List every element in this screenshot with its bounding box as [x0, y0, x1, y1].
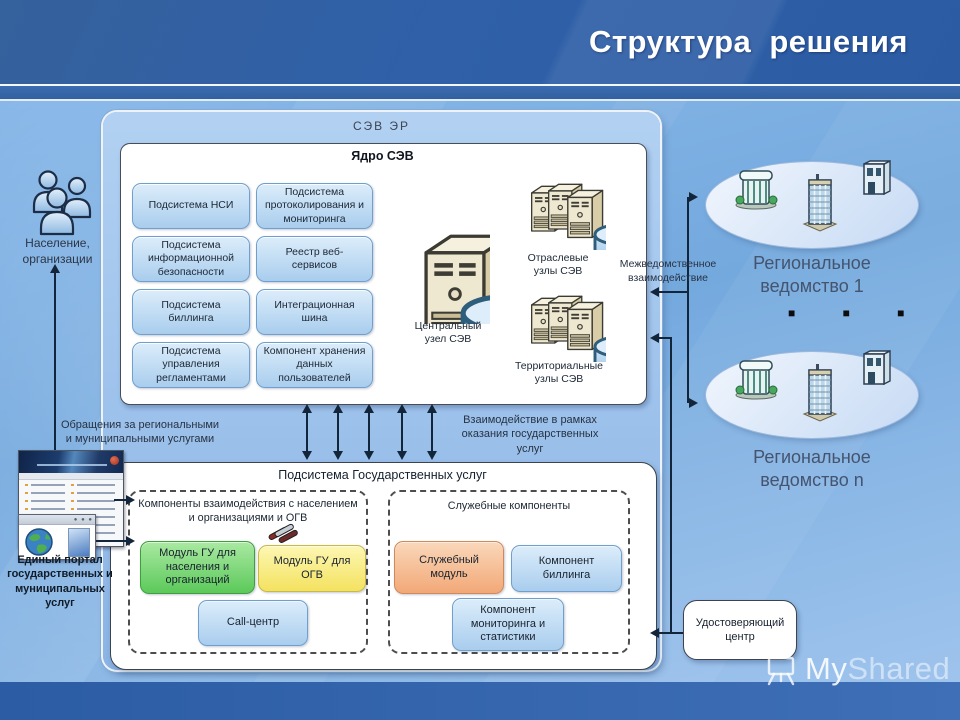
header-subband [0, 86, 960, 99]
module-monitoring: Компонент мониторинга и статистики [452, 598, 564, 651]
requests-label: Обращения за региональными и муниципальн… [60, 419, 220, 446]
ellipsis-squares: ■ ■ ■ [788, 306, 927, 320]
subsystem-box: Реестр веб- сервисов [256, 236, 373, 282]
red-dot-icon [110, 456, 119, 465]
cert-center-box: Удостоверяющий центр [683, 600, 797, 660]
subsystem-box: Подсистема управления регламентами [132, 342, 250, 388]
regional-office-1-label: Региональное ведомство 1 [753, 253, 871, 297]
arrow-left-icon [650, 287, 659, 297]
watermark-prefix: My [805, 651, 848, 686]
footer-band [0, 682, 960, 720]
portal-menubar [19, 473, 123, 480]
portal-window: ● ● ● [18, 514, 96, 560]
subsystem-box: Подсистема протоколирования и мониторинг… [256, 183, 373, 229]
gov-services-label: Подсистема Государственных услуг [278, 468, 487, 482]
module-billing: Компонент биллинга [511, 545, 622, 592]
subsystem-box: Подсистема информационной безопасности [132, 236, 250, 282]
central-node-server-icon [412, 228, 490, 324]
header-sheen [0, 0, 960, 84]
connector-regional-trunk [687, 197, 689, 403]
civic-building-icon [734, 164, 778, 210]
arrow-right-icon [126, 536, 135, 546]
arrow-right-icon [689, 192, 698, 202]
portal-label: Единый портал государственных и муниципа… [7, 554, 113, 609]
territorial-nodes-label: Территориальные узлы СЭВ [514, 360, 604, 386]
header-divider-2 [0, 99, 960, 101]
pens-icon [268, 523, 298, 543]
connector-citizens [54, 272, 56, 452]
header-divider [0, 84, 960, 86]
tower-building-icon [800, 362, 840, 424]
double-arrow-icon [333, 404, 343, 460]
window-dots-icon: ● ● ● [73, 517, 93, 523]
double-arrow-icon [427, 404, 437, 460]
subsystem-box: Подсистема НСИ [132, 183, 250, 229]
civic-building-icon [734, 354, 778, 400]
module-gu-citizens: Модуль ГУ для населения и организаций [140, 541, 255, 594]
arrow-left-icon [650, 628, 659, 638]
watermark-suffix: Shared [847, 651, 951, 686]
connector-interagency-2 [659, 337, 672, 339]
citizens-label: Население, организации [22, 236, 93, 266]
portal-banner [19, 451, 123, 473]
industry-nodes-label: Отраслевые узлы СЭВ [527, 252, 589, 278]
subsystem-box: Компонент хранения данных пользователей [256, 342, 373, 388]
subsystem-box: Подсистема биллинга [132, 289, 250, 335]
header-band [0, 0, 960, 84]
sev-core-label: Ядро СЭВ [351, 149, 414, 163]
globe-icon [25, 528, 53, 556]
regional-office-n-label: Региональное ведомство n [753, 447, 871, 491]
gov-interaction-label: Взаимодействие в рамках оказания государ… [461, 414, 599, 455]
easel-icon [767, 650, 795, 686]
central-node-label: Центральный узел СЭВ [414, 320, 482, 346]
double-arrow-icon [302, 404, 312, 460]
connector-cert-trunk [670, 338, 672, 633]
connector-interagency-1 [659, 291, 688, 293]
citizens-icon [32, 170, 92, 236]
arrow-up-icon [50, 264, 60, 273]
double-arrow-icon [364, 404, 374, 460]
module-gu-ogv: Модуль ГУ для ОГВ [258, 545, 366, 592]
citizen-components-label: Компоненты взаимодействия с населением и… [138, 498, 358, 525]
office-building-icon [858, 158, 894, 200]
module-service: Служебный модуль [394, 541, 504, 594]
interagency-label: Межведомственное взаимодействие [619, 258, 717, 284]
sev-er-label: СЭВ ЭР [352, 119, 411, 133]
slide-title: Структура решения [588, 24, 908, 59]
connector-portal-modules [96, 540, 126, 542]
territorial-nodes-server-icon [508, 292, 606, 362]
service-components-label: Служебные компоненты [447, 500, 571, 512]
double-arrow-icon [397, 404, 407, 460]
tower-building-icon [800, 172, 840, 234]
module-call-center: Call-центр [198, 600, 308, 646]
window-titlebar: ● ● ● [19, 515, 95, 525]
industry-nodes-server-icon [508, 180, 606, 250]
office-building-icon [858, 348, 894, 390]
arrow-left-icon [650, 333, 659, 343]
window-panel [68, 528, 90, 557]
arrow-right-icon [126, 495, 135, 505]
myshared-watermark: MyShared [764, 650, 950, 688]
connector-cert-gov [659, 632, 683, 634]
connector-portal-gov [114, 499, 126, 501]
subsystem-box: Интеграционная шина [256, 289, 373, 335]
arrow-right-icon [689, 398, 698, 408]
